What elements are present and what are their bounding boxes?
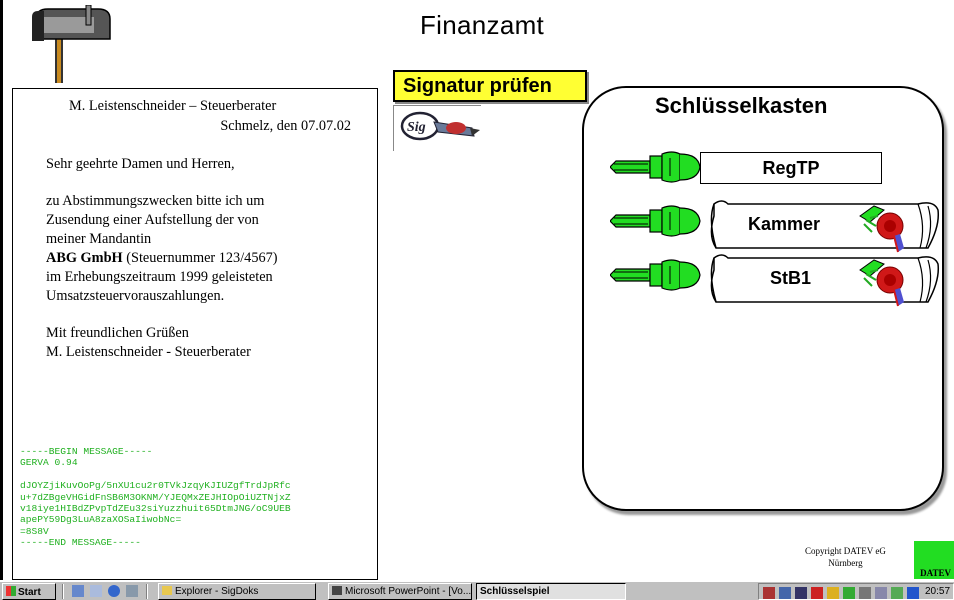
taskbar-button-powerpoint-label: Microsoft PowerPoint - [Vo...: [345, 586, 472, 597]
taskbar-button-powerpoint[interactable]: Microsoft PowerPoint - [Vo...: [328, 583, 472, 600]
taskbar-separator: [146, 584, 148, 599]
tray-app-icon[interactable]: [875, 587, 887, 599]
tray-volume-icon[interactable]: [859, 587, 871, 599]
taskbar-button-explorer-label: Explorer - SigDoks: [175, 586, 259, 597]
signatur-pruefen-button[interactable]: Signatur prüfen: [393, 70, 587, 102]
copyright-line-2: Nürnberg: [828, 558, 863, 568]
taskbar: Start Explorer - SigDoks Microsoft Power…: [0, 581, 954, 600]
taskbar-button-schluesselspiel-label: Schlüsselspiel: [480, 586, 550, 597]
tray-app-icon[interactable]: [907, 587, 919, 599]
quicklaunch-desktop-icon[interactable]: [72, 585, 84, 597]
mailbox-icon[interactable]: [24, 4, 114, 85]
datev-logo: DATEV: [914, 541, 954, 579]
key-label-regtp: RegTP: [700, 152, 882, 184]
tray-network-icon[interactable]: [795, 587, 807, 599]
letter-document: M. Leistenschneider – Steuerberater Schm…: [12, 88, 378, 580]
letter-company: ABG GmbH: [46, 250, 123, 266]
windows-logo-icon: [6, 586, 16, 596]
taskbar-separator: [62, 584, 64, 599]
svg-text:Sig: Sig: [407, 120, 426, 135]
certificate-scroll-icon: [710, 254, 940, 307]
key-row-stb1[interactable]: StB1: [610, 254, 940, 307]
tray-clock[interactable]: 20:57: [925, 586, 951, 597]
certificate-scroll-icon: [710, 200, 940, 253]
tray-antivirus-icon[interactable]: [763, 587, 775, 599]
signature-block: -----BEGIN MESSAGE----- GERVA 0.94 dJOYZ…: [20, 446, 291, 549]
start-label: Start: [18, 587, 41, 598]
left-border: [0, 0, 3, 580]
letter-date: Schmelz, den 07.07.02: [220, 118, 351, 134]
quicklaunch-explorer-icon[interactable]: [90, 585, 102, 597]
powerpoint-icon: [332, 586, 342, 595]
green-key-icon: [610, 205, 701, 237]
schluesselkasten-title: Schlüsselkasten: [655, 93, 828, 118]
folder-icon: [162, 586, 172, 595]
key-label-stb1: StB1: [770, 268, 812, 288]
datev-logo-text: DATEV: [920, 568, 951, 578]
letter-paragraph-1: zu Abstimmungszwecken bitte ich um Zusen…: [46, 193, 265, 247]
taskbar-button-schluesselspiel[interactable]: Schlüsselspiel: [476, 583, 626, 600]
letter-company-detail: (Steuernummer 123/4567): [122, 250, 278, 266]
tray-app-icon[interactable]: [843, 587, 855, 599]
system-tray: 20:57: [758, 583, 954, 600]
tray-app-icon[interactable]: [891, 587, 903, 599]
letter-sender: M. Leistenschneider – Steuerberater: [69, 98, 277, 114]
signature-pen-icon[interactable]: Sig: [393, 105, 481, 151]
tray-search-icon[interactable]: [779, 587, 791, 599]
letter-closing: Mit freundlichen Grüßen M. Leistenschnei…: [46, 325, 251, 360]
key-row-regtp[interactable]: RegTP: [610, 150, 940, 198]
tray-app-icon[interactable]: [827, 587, 839, 599]
quicklaunch-ie-icon[interactable]: [108, 585, 120, 597]
key-row-kammer[interactable]: Kammer: [610, 200, 940, 253]
page-title: Finanzamt: [420, 10, 545, 40]
start-button[interactable]: Start: [2, 583, 56, 600]
letter-body: Sehr geehrte Damen und Herren, zu Abstim…: [46, 155, 366, 380]
quicklaunch-channels-icon[interactable]: [126, 585, 138, 597]
copyright-text: Copyright DATEV eG Nürnberg: [805, 545, 886, 569]
copyright-line-1: Copyright DATEV eG: [805, 546, 886, 556]
letter-salutation: Sehr geehrte Damen und Herren,: [46, 156, 235, 172]
green-key-icon: [610, 259, 701, 291]
green-key-icon: [610, 151, 701, 183]
taskbar-button-explorer[interactable]: Explorer - SigDoks: [158, 583, 316, 600]
letter-company-line: ABG GmbH (Steuernummer 123/4567): [46, 249, 366, 268]
tray-alert-icon[interactable]: [811, 587, 823, 599]
key-label-kammer: Kammer: [748, 214, 821, 234]
letter-paragraph-2: im Erhebungszeitraum 1999 geleisteten Um…: [46, 269, 273, 304]
